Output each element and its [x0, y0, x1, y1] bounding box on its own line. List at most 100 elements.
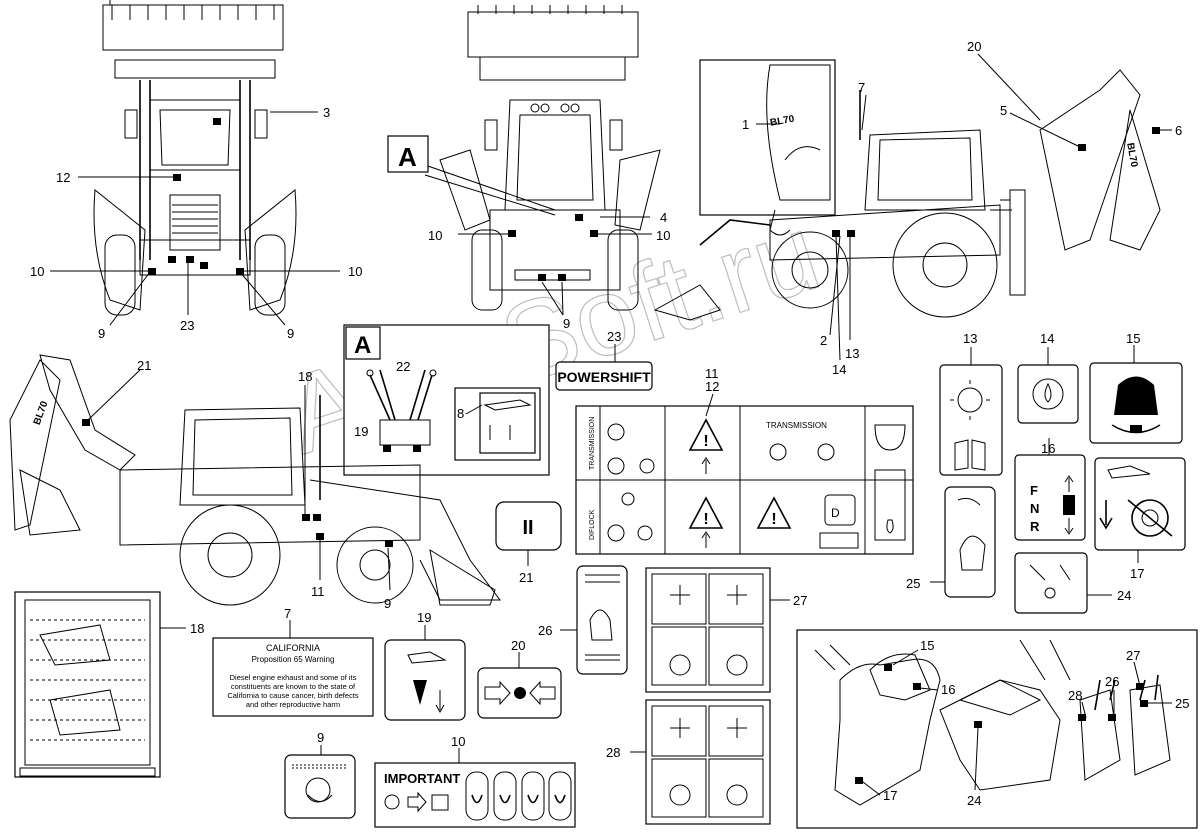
callout-10-b: 10 [348, 264, 362, 279]
decal-10-important: IMPORTANT [374, 762, 576, 828]
callout-15-a: 15 [1126, 331, 1140, 346]
decal-15 [1089, 362, 1183, 444]
callout-27-b: 27 [1126, 648, 1140, 663]
decal-18-label [14, 591, 161, 778]
callout-22: 22 [396, 359, 410, 374]
california-subtitle: Proposition 65 Warning [252, 655, 335, 664]
decal-25 [944, 486, 996, 598]
pause-symbol: II [522, 517, 533, 539]
callout-4: 4 [660, 210, 667, 225]
important-label: IMPORTANT [384, 771, 460, 786]
california-line-3: California to cause cancer, birth defect… [227, 691, 359, 700]
callout-1: 1 [742, 117, 749, 132]
decal-23-powershift: POWERSHIFT [555, 361, 653, 391]
gear-r: R [1030, 519, 1040, 534]
callout-27-a: 27 [793, 593, 807, 608]
callout-23-a: 23 [180, 318, 194, 333]
decal-17 [1094, 457, 1186, 551]
callout-5: 5 [1000, 103, 1007, 118]
transmission-label: TRANSMISSION [766, 421, 827, 430]
callout-23-b: 23 [607, 329, 621, 344]
decal-24 [1014, 552, 1088, 614]
decal-7-california: CALIFORNIA Proposition 65 Warning Diesel… [212, 637, 374, 717]
callout-13-b: 13 [963, 331, 977, 346]
callout-9-a: 9 [98, 326, 105, 341]
callout-13-a: 13 [845, 346, 859, 361]
decal-13 [939, 364, 1003, 476]
view-a-marker [387, 135, 429, 173]
decal-20 [477, 667, 562, 719]
oil-drop-icon-small [886, 519, 894, 534]
callout-20-a: 20 [967, 39, 981, 54]
callout-18-a: 18 [298, 369, 312, 384]
callout-28-b: 28 [1068, 688, 1082, 703]
decal-9 [284, 754, 356, 819]
decal-21: II [495, 501, 562, 551]
rear-view-machine [439, 5, 661, 311]
horn-icon [957, 497, 981, 506]
svg-text:!: ! [771, 511, 776, 528]
difflock-label: DIFLOCK [589, 509, 596, 540]
callout-19-a: 19 [354, 424, 368, 439]
callout-16-b: 16 [941, 682, 955, 697]
callout-3: 3 [323, 105, 330, 120]
callout-10-a: 10 [30, 264, 44, 279]
callout-9-b: 9 [287, 326, 294, 341]
callout-11-b: 11 [705, 366, 719, 381]
callout-20-b: 20 [511, 638, 525, 653]
detail-a-panel: A [343, 324, 550, 476]
callout-24-a: 24 [1117, 588, 1131, 603]
powershift-label: POWERSHIFT [557, 369, 651, 385]
transmission-vertical-label: TRANSMISSION [589, 417, 596, 470]
callout-26-b: 26 [1105, 674, 1119, 689]
callout-6: 6 [1175, 123, 1182, 138]
callout-17-b: 17 [883, 788, 897, 803]
view-a-letter: A [398, 142, 417, 172]
callout-25-b: 25 [1175, 696, 1189, 711]
callout-24-b: 24 [967, 793, 981, 808]
side-view-machine: BL70 BL70 [653, 59, 1161, 321]
callout-9-d: 9 [384, 596, 391, 611]
badge-bl70-c: BL70 [32, 399, 51, 426]
california-line-4: and other reproductive harm [246, 700, 340, 709]
callout-11-a: 11 [311, 584, 325, 599]
callout-9-e: 9 [317, 730, 324, 745]
decal-26 [576, 565, 628, 675]
gear-n: N [1030, 501, 1039, 516]
callout-25-a: 25 [906, 576, 920, 591]
badge-bl70-a: BL70 [769, 114, 795, 129]
manual-book-icon-13 [954, 439, 986, 471]
california-title: CALIFORNIA [266, 643, 320, 653]
callout-10-e: 10 [451, 734, 465, 749]
decal-27 [645, 567, 771, 693]
gear-f: F [1030, 483, 1038, 498]
cab-interior-detail [796, 629, 1198, 829]
warning-triangle-icon [688, 418, 724, 451]
seat-belt-icon [1114, 376, 1158, 415]
decal-19 [384, 639, 466, 721]
badge-bl70-b: BL70 [1124, 142, 1139, 168]
decal-14 [1017, 364, 1079, 424]
light-bulb-icon-13 [957, 387, 983, 413]
callout-8: 8 [457, 406, 464, 421]
callout-14-b: 14 [1040, 331, 1054, 346]
callout-9-c: 9 [563, 316, 570, 331]
manual-book-icon [431, 794, 449, 811]
svg-text:!: ! [703, 433, 708, 450]
callout-28-a: 28 [606, 745, 620, 760]
callout-15-b: 15 [920, 638, 934, 653]
callout-21-a: 21 [137, 358, 151, 373]
light-bulb-icon [607, 423, 625, 441]
decal-28 [645, 699, 771, 825]
callout-26-a: 26 [538, 623, 552, 638]
svg-text:!: ! [703, 511, 708, 528]
svg-text:D: D [831, 506, 840, 520]
callout-17-a: 17 [1130, 566, 1144, 581]
decal-16: F N R [1014, 454, 1086, 541]
callout-10-c: 10 [428, 228, 442, 243]
california-line-2: constituents are known to the state of [231, 682, 356, 691]
detail-a-letter: A [354, 332, 371, 359]
callout-14-a: 14 [832, 362, 846, 377]
callout-7-a: 7 [858, 80, 865, 95]
